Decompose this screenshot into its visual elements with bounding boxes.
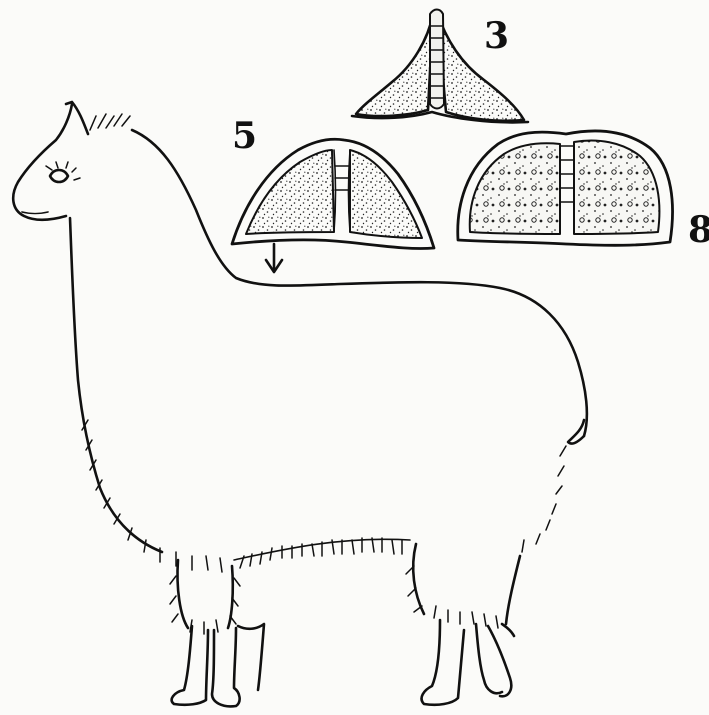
fleece-section-3-right-lobe xyxy=(437,12,524,121)
alpaca-topknot xyxy=(90,114,130,130)
alpaca-front-legs xyxy=(170,560,264,706)
stage-label-5: 5 xyxy=(232,118,257,154)
alpaca-hind-legs xyxy=(406,544,520,705)
alpaca-mouth xyxy=(22,212,48,214)
alpaca-neck-front xyxy=(70,218,162,552)
alpaca-tail xyxy=(568,420,584,444)
fleece-section-3-left-lobe xyxy=(356,14,433,116)
stage-label-8: 8 xyxy=(688,212,709,248)
alpaca-eye xyxy=(50,170,68,182)
fleece-section-3-core xyxy=(430,10,444,109)
stage-label-3: 3 xyxy=(484,18,509,54)
alpaca-rump-fleece xyxy=(522,446,566,552)
alpaca-head xyxy=(13,104,72,220)
fleece-section-8 xyxy=(458,131,673,245)
skin-arrow xyxy=(266,244,282,272)
fleece-section-5 xyxy=(232,139,434,272)
